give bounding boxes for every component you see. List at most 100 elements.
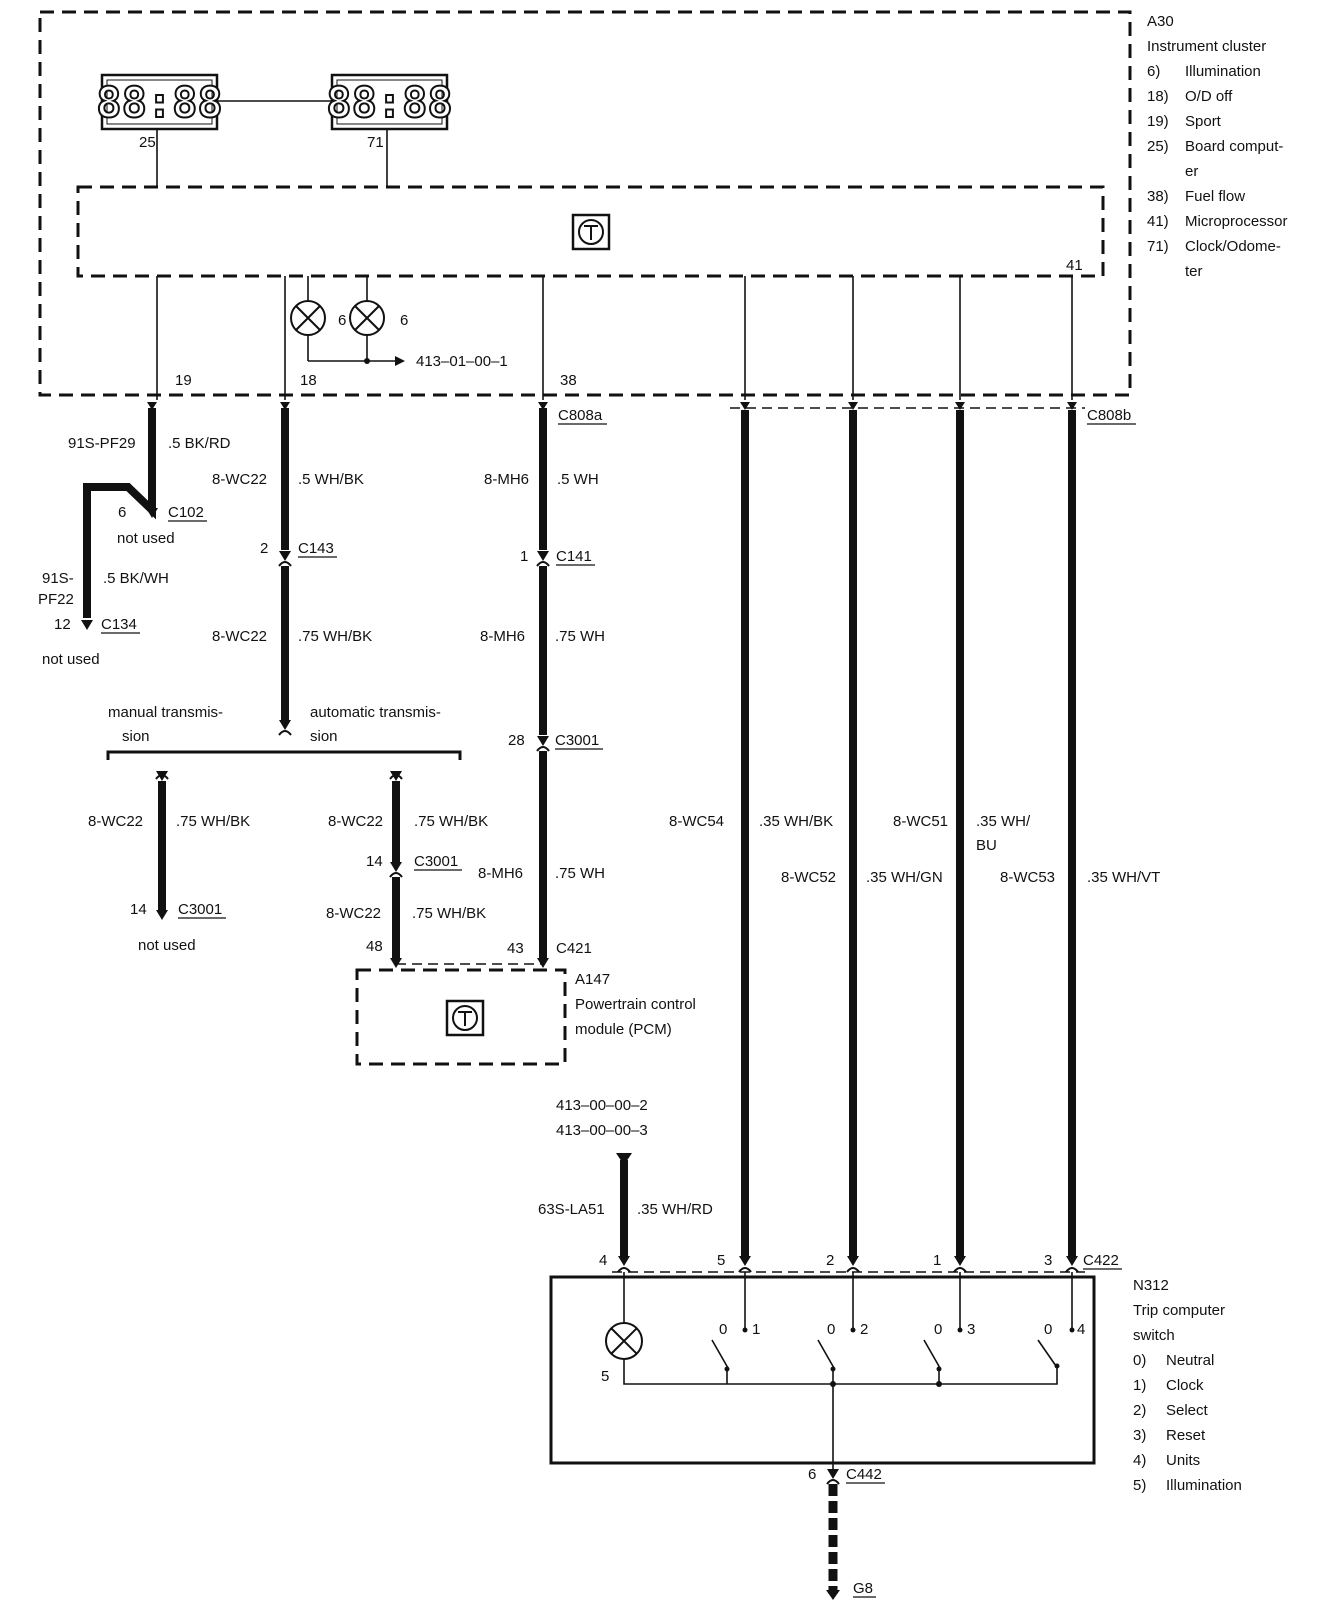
wire-color-63s-la51: .35 WH/RD	[637, 1201, 713, 1218]
lamp-num-5: 5	[601, 1368, 609, 1385]
arrow-right-icon	[395, 356, 405, 366]
n312-legend-num: 2)	[1133, 1402, 1146, 1419]
a30-legend-text: Sport	[1185, 113, 1222, 130]
connector-c143: C143	[298, 540, 334, 557]
a30-legend-num: 19)	[1147, 113, 1169, 130]
pin-71: 71	[367, 134, 384, 151]
bus-wires: C808b 8-WC54 .35 WH/BK 8-WC52 .35 WH/GN …	[669, 276, 1160, 1256]
c134-pin: 12	[54, 616, 71, 633]
wire-label-8-wc22: 8-WC22	[212, 628, 267, 645]
pin-38: 38	[560, 372, 577, 389]
wire-label-91s: 91S-	[42, 570, 74, 587]
n312-legend-num: 1)	[1133, 1377, 1146, 1394]
auto-label-a: automatic transmis-	[310, 704, 441, 721]
wire-label-pf22: PF22	[38, 591, 74, 608]
c422-pin-1: 1	[933, 1252, 941, 1269]
manual-label-a: manual transmis-	[108, 704, 223, 721]
wire-color-8-wc22: .75 WH/BK	[412, 905, 486, 922]
n312-legend-text: Neutral	[1166, 1352, 1214, 1369]
n312-legend-text: Clock	[1166, 1377, 1204, 1394]
c3001-pin: 14	[130, 901, 147, 918]
a30-legend-num: 18)	[1147, 88, 1169, 105]
switch-neutral: 0	[719, 1321, 727, 1338]
wire-color-8-wc54: .35 WH/BK	[759, 813, 833, 830]
wire-color-8-wc22: .75 WH/BK	[414, 813, 488, 830]
display-digits: 88:88	[96, 78, 222, 127]
switch-position-2: 2	[860, 1321, 868, 1338]
a30-legend-num: 25)	[1147, 138, 1169, 155]
wire-color-8-wc51-a: .35 WH/	[976, 813, 1031, 830]
a30-legend-text: Illumination	[1185, 63, 1261, 80]
c422-pin-4: 4	[599, 1252, 607, 1269]
pin-41: 41	[1066, 257, 1083, 274]
wire-color-8-mh6: .75 WH	[555, 865, 605, 882]
pin-19: 19	[175, 372, 192, 389]
wire-91s-pf29	[83, 408, 156, 618]
pin-25: 25	[139, 134, 156, 151]
a30-legend-text: er	[1185, 163, 1198, 180]
switch-contact	[1037, 1339, 1057, 1367]
n312-legend-num: 5)	[1133, 1477, 1146, 1494]
not-used-label: not used	[138, 937, 196, 954]
ground-icon	[826, 1590, 840, 1600]
wire-color-8-mh6: .5 WH	[557, 471, 599, 488]
ref-413-01-00-1: 413–01–00–1	[416, 353, 508, 370]
microprocessor-icon	[445, 999, 485, 1037]
switch-neutral: 0	[1044, 1321, 1052, 1338]
n312-legend: 0)Neutral1)Clock2)Select3)Reset4)Units5)…	[1133, 1352, 1242, 1494]
wire-label-8-wc22: 8-WC22	[328, 813, 383, 830]
a30-legend-num: 38)	[1147, 188, 1169, 205]
c422-pin-3: 3	[1044, 1252, 1052, 1269]
a147-line2: module (PCM)	[575, 1021, 672, 1038]
n312-legend-num: 4)	[1133, 1452, 1146, 1469]
a30-legend-text: Microprocessor	[1185, 213, 1288, 230]
switch-neutral: 0	[827, 1321, 835, 1338]
connector-c421: C421	[556, 940, 592, 957]
a147-pcm: A147 Powertrain control module (PCM)	[355, 968, 696, 1066]
c421-pin-43: 43	[507, 940, 524, 957]
connector-c422: C422	[1083, 1252, 1119, 1269]
wire-label-8-wc54: 8-WC54	[669, 813, 724, 830]
n312-legend-num: 0)	[1133, 1352, 1146, 1369]
c102-pin: 6	[118, 504, 126, 521]
wire-label-8-wc51: 8-WC51	[893, 813, 948, 830]
ground-g8: G8	[853, 1580, 873, 1597]
clock-odometer-display: 88:88	[325, 73, 454, 131]
ref-413-00-00-3: 413–00–00–3	[556, 1122, 648, 1139]
switch-contact	[817, 1339, 835, 1369]
microprocessor-icon	[571, 213, 611, 251]
switch-position-4: 4	[1077, 1321, 1085, 1338]
a30-legend-num: 6)	[1147, 63, 1160, 80]
c3001-pin-28: 28	[508, 732, 525, 749]
connector-c442: C442	[846, 1466, 882, 1483]
switch-neutral: 0	[934, 1321, 942, 1338]
wire-color-8-wc22: .5 WH/BK	[298, 471, 364, 488]
wire-label-91s-pf29: 91S-PF29	[68, 435, 136, 452]
wire-color-8-wc22: .75 WH/BK	[176, 813, 250, 830]
transmission-branch-bracket	[106, 750, 462, 760]
wire-label-8-mh6: 8-MH6	[484, 471, 529, 488]
connector-c3001: C3001	[555, 732, 599, 749]
a30-legend-num: 71)	[1147, 238, 1169, 255]
lamp-pin-6: 6	[338, 312, 346, 329]
switch-position-1: 1	[752, 1321, 760, 1338]
wire-label-8-wc22: 8-WC22	[212, 471, 267, 488]
display-digits: 88:88	[326, 78, 452, 127]
switch-contact	[923, 1339, 941, 1369]
a30-legend-text: ter	[1185, 263, 1203, 280]
wire-label-8-wc22: 8-WC22	[88, 813, 143, 830]
wire-color-91s-pf22: .5 BK/WH	[103, 570, 169, 587]
manual-label-b: sion	[122, 728, 150, 745]
n312-line2: switch	[1133, 1327, 1175, 1344]
connector-c808b: C808b	[1087, 407, 1131, 424]
switch-position-3: 3	[967, 1321, 975, 1338]
switch-contact	[711, 1339, 729, 1369]
a30-inner-module	[76, 185, 1105, 278]
n312-legend-num: 3)	[1133, 1427, 1146, 1444]
auto-label-b: sion	[310, 728, 338, 745]
n312-legend-text: Units	[1166, 1452, 1200, 1469]
board-computer-display: 88:88	[95, 73, 224, 131]
c421-pin-48: 48	[366, 938, 383, 955]
a30-legend-num: 41)	[1147, 213, 1169, 230]
